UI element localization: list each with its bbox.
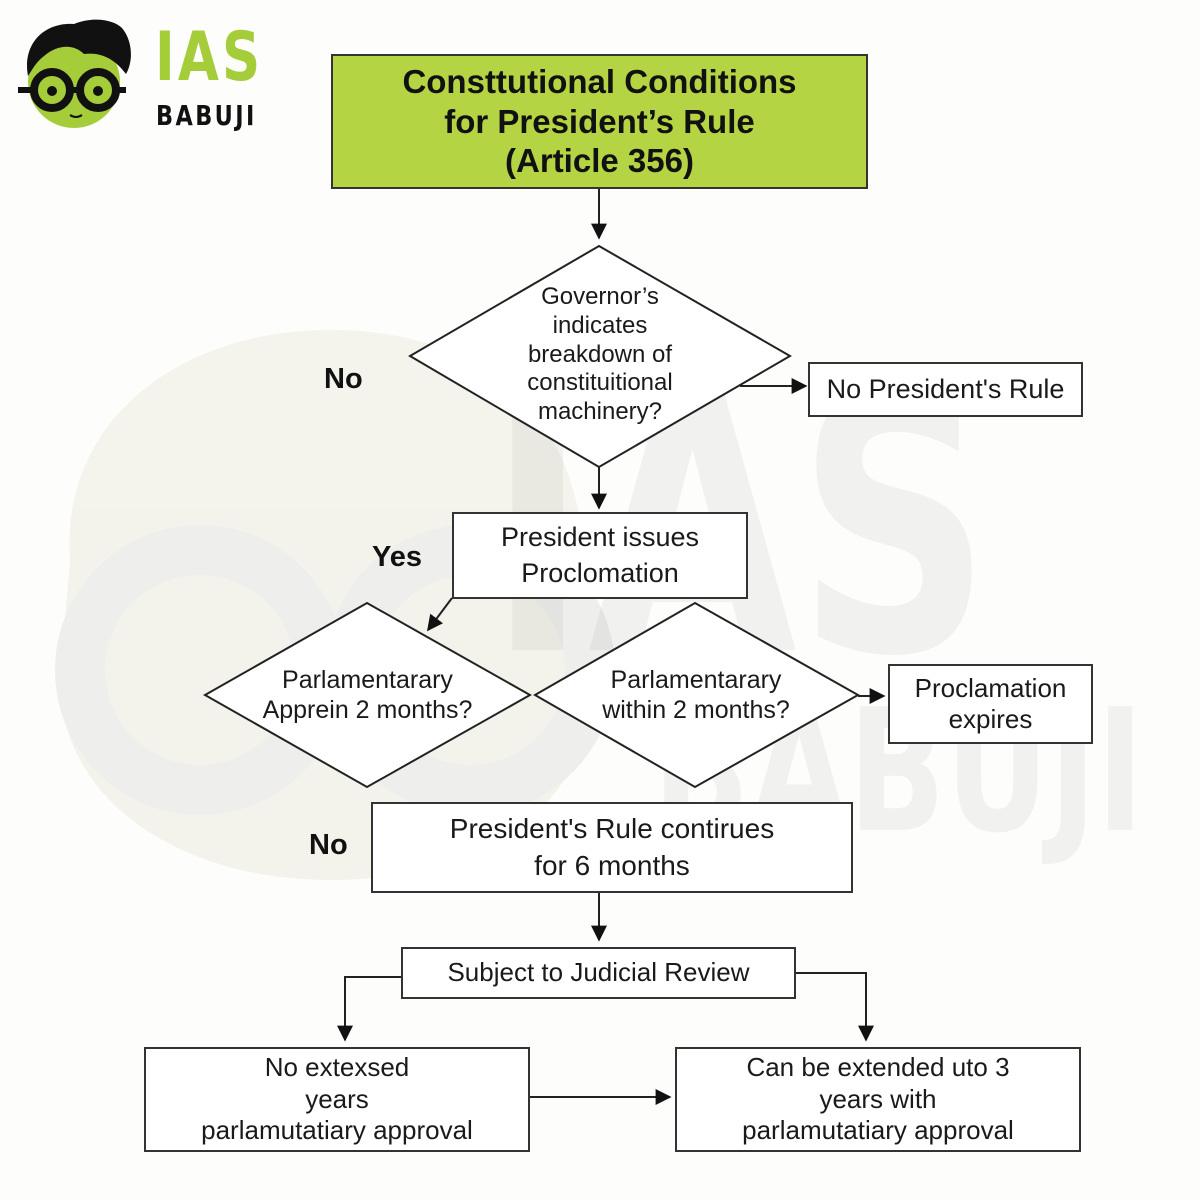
mascot-icon — [18, 19, 131, 128]
decision-diamond-approval — [202, 601, 533, 789]
rule-continues-box: President's Rule contirues for 6 months — [371, 802, 853, 893]
decision-within-text: Parlamentarary within 2 months? — [602, 666, 790, 724]
arrow-review-to-can-extend — [795, 972, 874, 1042]
label-yes: Yes — [372, 541, 422, 573]
logo-text-babuji: BABUJI — [156, 99, 257, 132]
label-no-top: No — [324, 363, 363, 395]
logo-text-ias: IAS — [155, 18, 264, 97]
proclamation-expires-box: Proclamation expires — [888, 664, 1093, 744]
title-box: Consttutional Conditions for President’s… — [331, 54, 868, 189]
label-no-bottom: No — [309, 829, 348, 861]
arrow-proclamation-to-approval — [427, 597, 453, 632]
decision-governor-text: Governor’s indicates breakdown of consti… — [527, 283, 673, 426]
arrow-review-to-no-extension — [337, 976, 401, 1042]
no-presidents-rule-box: No President's Rule — [808, 362, 1083, 417]
judicial-review-box: Subject to Judicial Review — [401, 947, 796, 999]
decision-diamond-within — [532, 601, 861, 789]
no-extension-box: No extexsed years parlamutatiary approva… — [144, 1047, 530, 1152]
can-extend-box: Can be extended uto 3 years with parlamu… — [675, 1047, 1081, 1152]
decision-approval-text: Parlamentarary Apprein 2 months? — [262, 666, 473, 724]
brand-logo: IAS BABUJI — [14, 14, 260, 132]
president-issues-box: President issues Proclomation — [452, 512, 748, 599]
